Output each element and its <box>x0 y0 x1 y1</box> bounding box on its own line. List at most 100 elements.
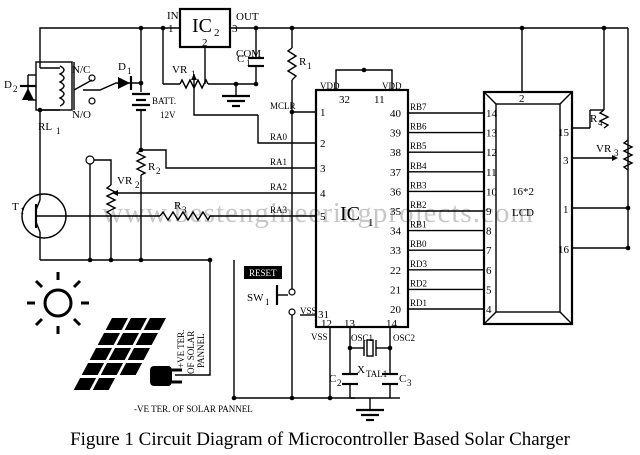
ic1-vss-b: VSS <box>311 332 328 342</box>
ic2-regulator: IC 2 IN OUT COM 1 2 3 <box>167 7 261 60</box>
ic1-pin-osc1: 13 <box>344 318 356 330</box>
lcd-pin-number: 5 <box>486 284 492 296</box>
c3-label: C <box>399 373 406 385</box>
r1-sub: 1 <box>307 61 312 71</box>
d1-label: D <box>118 61 126 73</box>
lcd-pin-number: 12 <box>486 147 497 159</box>
solar-neg-label: -VE TER. OF SOLAR PANNEL <box>134 404 253 414</box>
t1-sub: 1 <box>20 206 25 216</box>
wires <box>39 27 629 410</box>
ic2-out-label: OUT <box>236 11 259 23</box>
ground-bottom <box>356 408 384 422</box>
ic1-right-pin-number: 36 <box>390 186 402 198</box>
rl1-label: RL <box>38 121 52 133</box>
watermark: www.bestengineeringprojects.com <box>102 197 534 229</box>
ic1-right-pin-signal: RB4 <box>410 161 427 171</box>
vr3-label: VR <box>596 143 612 155</box>
ic1-right-pin-signal: RB5 <box>410 141 427 151</box>
no-label: N/O <box>72 109 91 121</box>
ic1-left-pin-signal: RA2 <box>270 182 287 192</box>
ic2-pin1: 1 <box>168 23 174 35</box>
ic1-right-pin-signal: RB6 <box>410 122 427 132</box>
ic2-pin2: 2 <box>202 37 208 49</box>
lcd-pin-16: 16 <box>558 244 570 256</box>
ic1-pin-osc2: 14 <box>386 318 398 330</box>
c3-sub: 3 <box>407 378 412 388</box>
lcd-pin-number: 8 <box>486 226 492 238</box>
ic1-right-pins: 40RB71439RB61338RB51237RB41136RB31035RB2… <box>390 102 498 316</box>
xtal-label: X <box>357 364 365 376</box>
lcd-pin-number: 9 <box>486 206 492 218</box>
ic1-right-pin-signal: RB3 <box>410 180 427 190</box>
c2-label: C <box>329 373 336 385</box>
ic1-right-pin-signal: RD1 <box>410 298 427 308</box>
vr1-sub: 1 <box>191 69 196 79</box>
ic1-left-pin-number: 1 <box>320 107 326 119</box>
ic1-right-pin-signal: RB7 <box>410 102 427 112</box>
t1-label: T <box>12 201 19 213</box>
r2-label: R <box>148 161 156 173</box>
capacitor-c2: C 2 <box>329 372 358 388</box>
d2-sub: 2 <box>13 84 18 94</box>
battery: BATT. 12V <box>132 92 176 120</box>
plug-icon <box>150 366 182 386</box>
ic1-right-pin-number: 33 <box>390 245 402 257</box>
solar-pos-line1: +VE TER. <box>176 330 186 368</box>
ic1-left-pin-signal: RA3 <box>270 205 288 215</box>
ic1-vdd-a: VDD <box>320 81 340 91</box>
ic1-right-pin-number: 20 <box>390 304 402 316</box>
crystal-xtal1: X TAL1 <box>357 339 387 379</box>
ic2-name: IC <box>192 15 212 37</box>
ic1-vdd-b: VDD <box>382 81 402 91</box>
c1-sub: 1 <box>246 58 251 68</box>
ic1-left-pin-signal: RA0 <box>270 132 288 142</box>
ic2-in-label: IN <box>167 10 179 22</box>
vr1: VR 1 <box>172 64 209 92</box>
batt-label: BATT. <box>152 96 176 106</box>
xtal-sub: TAL1 <box>366 369 387 379</box>
vr3: VR 3 <box>596 139 634 171</box>
reset-switch: RESET SW 1 <box>244 266 296 316</box>
transistor-t1: T 1 <box>12 193 67 239</box>
ic1-right-pin-signal: RB2 <box>410 200 427 210</box>
diode-d2: D 2 <box>4 74 36 101</box>
sw1-label: SW <box>247 292 264 304</box>
resistor-r2: R 2 <box>135 149 161 176</box>
diode-d1: D 1 <box>118 61 133 90</box>
resistor-r1: R 1 <box>286 47 312 81</box>
vr2: VR 2 <box>85 155 140 216</box>
ic1-left-pin-number: 2 <box>320 138 326 150</box>
ic1-right-pin-number: 35 <box>390 206 402 218</box>
lcd-pin-number: 14 <box>486 108 498 120</box>
lcd-pin-number: 10 <box>486 186 498 198</box>
reset-label: RESET <box>249 268 277 278</box>
lcd-pin-number: 4 <box>486 304 492 316</box>
solar-labels: +VE TER. OF SOLAR PANNEL -VE TER. OF SOL… <box>134 330 253 414</box>
figure-caption: Figure 1 Circuit Diagram of Microcontrol… <box>70 429 571 450</box>
ground-top <box>222 94 250 108</box>
r1-label: R <box>299 56 307 68</box>
ic1-osc1-label: OSC1 <box>351 333 373 343</box>
ic1-right-pin-number: 34 <box>390 226 402 238</box>
ic2-pin3: 3 <box>232 23 238 35</box>
ic1-right-pin-number: 39 <box>390 128 402 140</box>
ic1-left-pin-signal: RA1 <box>270 157 287 167</box>
lcd-module: 16*2 LCD 2 15 3 1 16 <box>482 90 574 326</box>
ic1-pin-vss-b: 31 <box>318 309 329 321</box>
relay-rl1: N/C N/O RL 1 <box>35 61 96 136</box>
lcd-pin-3: 3 <box>563 155 569 167</box>
ic1-left-pin-signal: MCLR <box>270 101 296 111</box>
ic1-osc2-label: OSC2 <box>393 333 415 343</box>
capacitor-c3: C 3 <box>382 372 412 388</box>
vr3-sub: 3 <box>614 148 619 158</box>
r3-label: R <box>174 200 182 212</box>
ic1-right-pin-number: 38 <box>390 147 402 159</box>
ic1-left-pin-number: 4 <box>320 188 326 200</box>
ic1-right-pin-number: 37 <box>390 167 402 179</box>
solar-panel-icon <box>73 318 166 390</box>
ic1-right-pin-signal: RB0 <box>410 239 427 249</box>
lcd-pin-15: 15 <box>558 127 570 139</box>
lcd-pin-2: 2 <box>519 93 525 105</box>
